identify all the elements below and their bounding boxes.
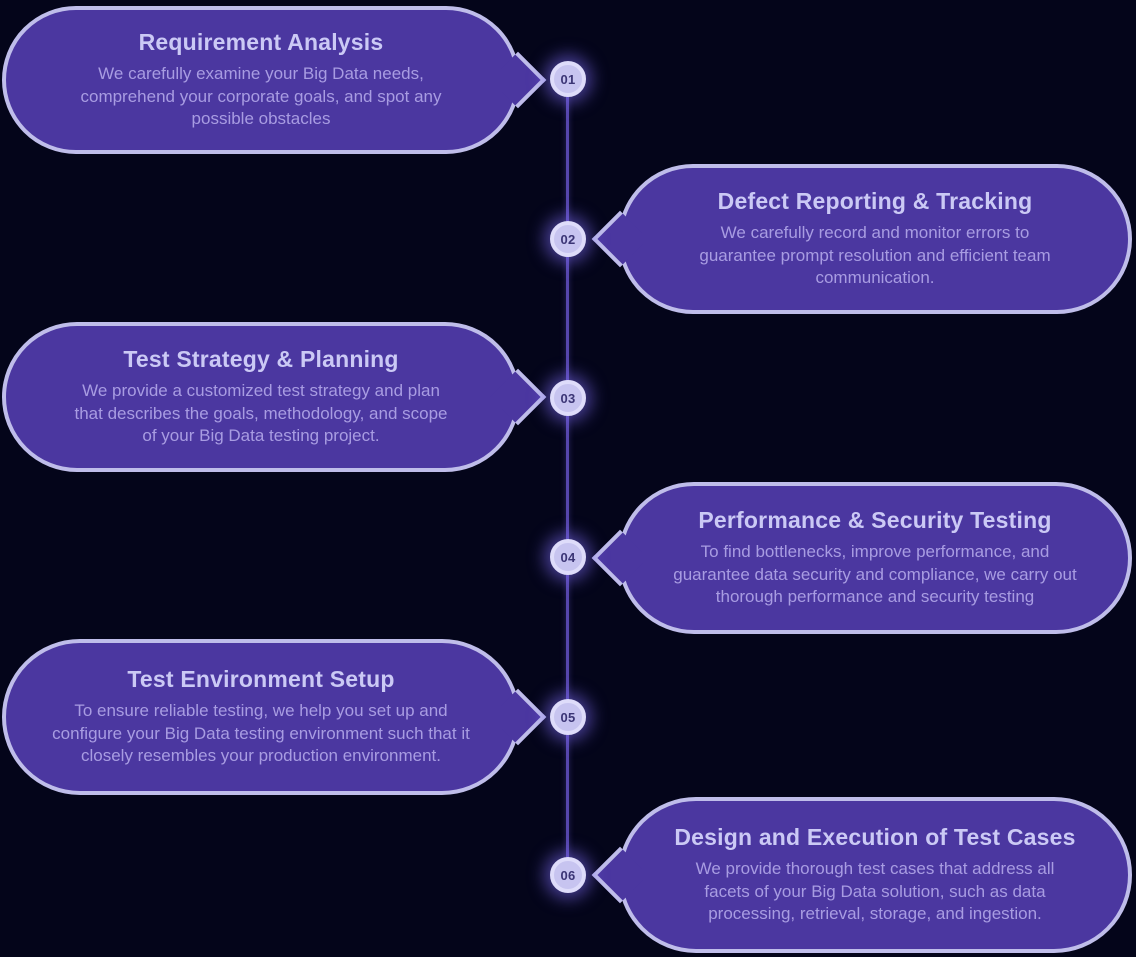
- step-description: We carefully record and monitor errors t…: [699, 223, 1051, 288]
- step-number-badge-04: 04: [550, 539, 586, 575]
- step-number-badge-06: 06: [550, 857, 586, 893]
- card-pointer-icon: [591, 529, 649, 587]
- step-card-test-environment-setup: Test Environment Setup To ensure reliabl…: [2, 639, 547, 795]
- step-description: We provide thorough test cases that addr…: [695, 859, 1055, 924]
- step-card-design-execution-test-cases: Design and Execution of Test Cases We pr…: [591, 797, 1132, 953]
- card-pointer-icon: [489, 688, 547, 746]
- step-number-badge-05: 05: [550, 699, 586, 735]
- step-card-requirement-analysis: Requirement Analysis We carefully examin…: [2, 6, 547, 154]
- step-title: Test Strategy & Planning: [123, 346, 399, 373]
- step-card-defect-reporting-tracking: Defect Reporting & Tracking We carefully…: [591, 164, 1132, 314]
- step-description: To ensure reliable testing, we help you …: [52, 701, 470, 766]
- card-pointer-icon: [591, 210, 649, 268]
- step-title: Test Environment Setup: [127, 666, 395, 693]
- card-pointer-icon: [489, 51, 547, 109]
- step-title: Defect Reporting & Tracking: [717, 188, 1033, 215]
- step-number-badge-03: 03: [550, 380, 586, 416]
- step-card-test-strategy-planning: Test Strategy & Planning We provide a cu…: [2, 322, 547, 472]
- step-title: Performance & Security Testing: [698, 507, 1052, 534]
- step-description: We provide a customized test strategy an…: [74, 381, 448, 446]
- card-pointer-icon: [489, 368, 547, 426]
- step-number-badge-02: 02: [550, 221, 586, 257]
- step-title: Requirement Analysis: [138, 29, 384, 56]
- step-title: Design and Execution of Test Cases: [674, 824, 1076, 851]
- step-card-performance-security-testing: Performance & Security Testing To find b…: [591, 482, 1132, 634]
- step-description: We carefully examine your Big Data needs…: [80, 64, 442, 129]
- step-description: To find bottlenecks, improve performance…: [673, 542, 1077, 607]
- card-pointer-icon: [591, 846, 649, 904]
- step-number-badge-01: 01: [550, 61, 586, 97]
- timeline-line: [566, 79, 569, 875]
